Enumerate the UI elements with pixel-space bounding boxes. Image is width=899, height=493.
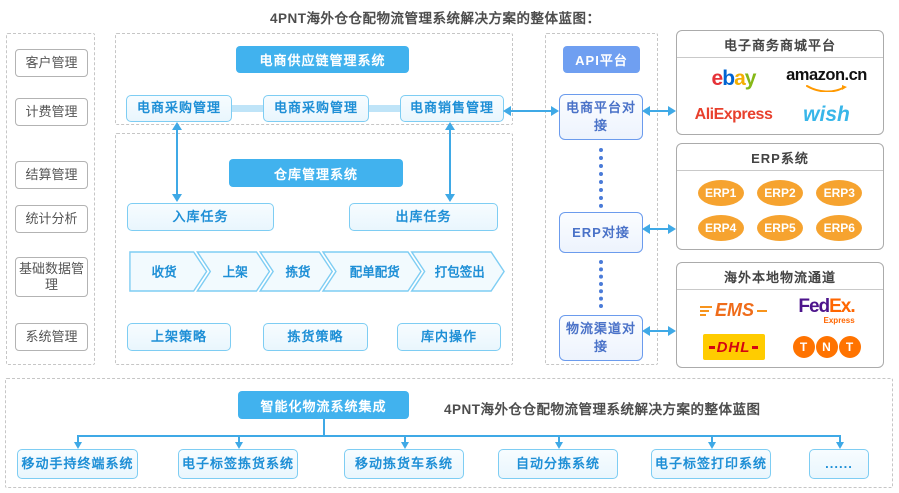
- node-label-printing: 电子标签打印系统: [651, 449, 771, 479]
- fedex-logo: FedEx. Express: [798, 295, 855, 325]
- arrow-api-logistics: [642, 326, 676, 336]
- process-flow-chevrons: 收货 上架 拣货 配单配货 打包签出: [129, 251, 505, 292]
- node-outbound-task: 出库任务: [349, 203, 498, 231]
- sidebar-item-basic-data: 基础数据管理: [15, 257, 88, 297]
- arrow-sales-outbound: [445, 122, 455, 202]
- node-erp-integration: ERP对接: [559, 212, 643, 253]
- amazon-smile-icon: [805, 84, 847, 92]
- node-sales-mgmt: 电商销售管理: [400, 95, 504, 122]
- tree-branch: [77, 435, 841, 437]
- erp-badge: ERP4: [697, 214, 744, 241]
- ems-logo: EMS: [699, 300, 767, 321]
- tree-drop-arrow: [401, 435, 409, 449]
- erp-panel-title: ERP系统: [677, 144, 883, 171]
- erp-badge: ERP6: [816, 214, 863, 241]
- node-picking-cart: 移动拣货车系统: [344, 449, 464, 479]
- module-connector: [363, 105, 406, 112]
- node-purchase-mgmt-1: 电商采购管理: [126, 95, 232, 122]
- wish-logo: wish: [803, 102, 850, 126]
- module-connector: [226, 105, 269, 112]
- erp-badge: ERP3: [816, 179, 863, 206]
- node-purchase-mgmt-2: 电商采购管理: [263, 95, 369, 122]
- process-step-shelve: 上架: [223, 264, 248, 279]
- warehouse-header: 仓库管理系统: [229, 159, 403, 187]
- node-warehouse-ops: 库内操作: [397, 323, 501, 351]
- supply-chain-group: 电商供应链管理系统 电商采购管理 电商采购管理 电商销售管理: [115, 33, 513, 125]
- ecommerce-platforms-panel: 电子商务商城平台 ebay amazon.cn AliExpress wish: [676, 30, 884, 135]
- management-sidebar-group: 客户管理 计费管理 结算管理 统计分析 基础数据管理 系统管理: [6, 33, 95, 365]
- node-handheld-terminal: 移动手持终端系统: [17, 449, 138, 479]
- arrow-purchase-inbound: [172, 122, 182, 202]
- smart-logistics-group: 智能化物流系统集成 4PNT海外仓仓配物流管理系统解决方案的整体蓝图 移动手持终…: [5, 378, 893, 488]
- node-inbound-task: 入库任务: [127, 203, 274, 231]
- dhl-logo: DHL: [702, 334, 765, 361]
- process-step-receive: 收货: [152, 264, 177, 279]
- node-auto-sorting: 自动分拣系统: [498, 449, 618, 479]
- tree-drop-arrow: [836, 435, 844, 449]
- logistics-panel-title: 海外本地物流通道: [677, 263, 883, 290]
- erp-systems-panel: ERP系统 ERP1 ERP2 ERP3 ERP4 ERP5 ERP6: [676, 143, 884, 250]
- node-more-systems: ......: [809, 449, 869, 479]
- sidebar-item-customer: 客户管理: [15, 49, 88, 77]
- tree-drop-arrow: [708, 435, 716, 449]
- dotted-connector: [599, 148, 603, 208]
- process-step-pick: 拣货: [286, 264, 311, 279]
- warehouse-group: 仓库管理系统 入库任务 出库任务 收货 上架 拣货 配单配货 打包签出 上架策略…: [115, 133, 513, 365]
- erp-badge: ERP2: [756, 179, 803, 206]
- aliexpress-logo: AliExpress: [694, 105, 773, 123]
- sidebar-item-settlement: 结算管理: [15, 161, 88, 189]
- sidebar-item-billing: 计费管理: [15, 98, 88, 126]
- arrow-sales-apinode: [503, 106, 559, 116]
- arrow-api-erp: [642, 224, 676, 234]
- node-picking-strategy: 拣货策略: [263, 323, 368, 351]
- node-logistics-integration: 物流渠道对接: [559, 315, 643, 361]
- page-title: 4PNT海外仓仓配物流管理系统解决方案的整体蓝图：: [270, 11, 601, 26]
- tree-drop-arrow: [74, 435, 82, 449]
- amazon-logo: amazon.cn: [786, 66, 867, 92]
- erp-badge: ERP1: [697, 179, 744, 206]
- node-ecommerce-integration: 电商平台对接: [559, 94, 643, 140]
- overseas-logistics-panel: 海外本地物流通道 EMS FedEx. Express DHL T N T: [676, 262, 884, 368]
- tree-drop-arrow: [555, 435, 563, 449]
- arrow-api-ecommerce: [642, 106, 676, 116]
- supply-chain-header: 电商供应链管理系统: [236, 46, 409, 73]
- ebay-logo: ebay: [711, 66, 757, 90]
- sidebar-item-statistics: 统计分析: [15, 205, 88, 233]
- tree-stem: [323, 419, 325, 435]
- tnt-logo: T N T: [792, 336, 861, 359]
- tree-drop-arrow: [235, 435, 243, 449]
- smart-logistics-header: 智能化物流系统集成: [238, 391, 409, 419]
- process-step-pack: 打包签出: [435, 264, 485, 279]
- process-step-allocate: 配单配货: [350, 264, 400, 279]
- api-platform-group: API平台 电商平台对接 ERP对接 物流渠道对接: [545, 33, 658, 365]
- erp-badge: ERP5: [756, 214, 803, 241]
- sidebar-item-system: 系统管理: [15, 323, 88, 351]
- dotted-connector: [599, 260, 603, 308]
- api-platform-header: API平台: [563, 46, 640, 73]
- node-label-picking: 电子标签拣货系统: [178, 449, 298, 479]
- node-shelving-strategy: 上架策略: [127, 323, 231, 351]
- bottom-caption: 4PNT海外仓仓配物流管理系统解决方案的整体蓝图: [444, 402, 761, 417]
- ecommerce-panel-title: 电子商务商城平台: [677, 31, 883, 58]
